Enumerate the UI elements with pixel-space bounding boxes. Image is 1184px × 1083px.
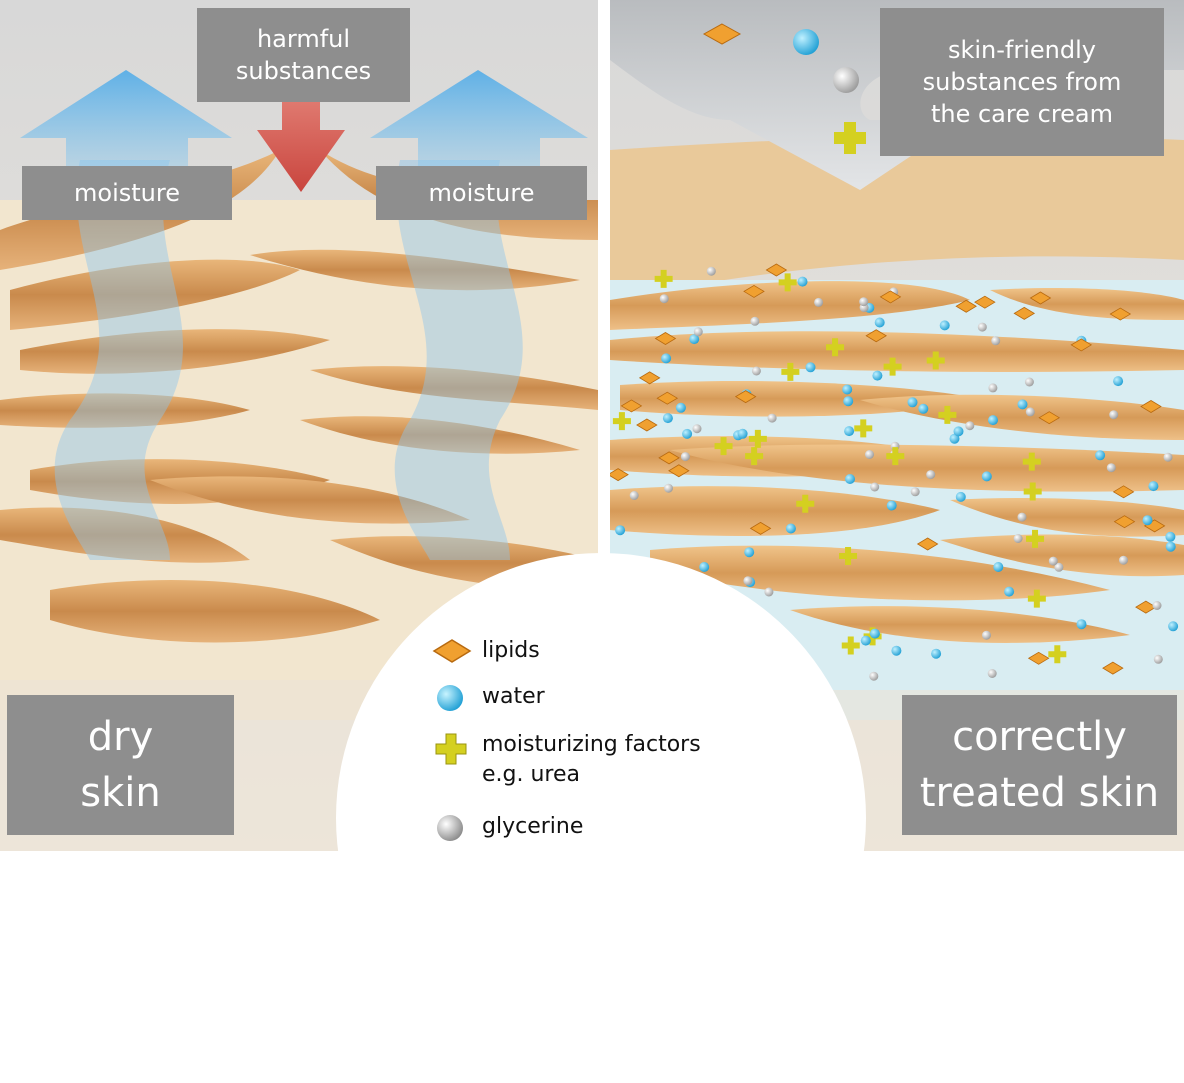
glycerine-particle [630,491,639,500]
water-particle [786,524,796,534]
glycerine-particle [707,267,716,276]
water-particle [918,404,928,414]
water-particle [954,426,964,436]
glycerine-particle [926,470,935,479]
water-particle [982,471,992,481]
glycerine-particle [1014,534,1023,543]
water-particle [891,646,901,656]
legend-label: glycerine [482,812,583,842]
water-particle [931,649,941,659]
glycerine-sphere-icon [432,810,472,844]
lipid-diamond-icon [432,634,472,668]
glycerine-particle [1153,601,1162,610]
water-particle [793,29,819,55]
glycerine-particle [681,452,690,461]
moisturizing-plus-icon [432,732,472,766]
legend-item-glycerine: glycerine [432,810,583,844]
glycerine-particle [1164,453,1173,462]
water-particle [1077,619,1087,629]
glycerine-particle [988,669,997,678]
legend-item-water: water [432,680,545,714]
water-particle [956,492,966,502]
water-particle [682,429,692,439]
water-particle [663,413,673,423]
glycerine-particle [694,327,703,336]
water-particle [1143,515,1153,525]
glycerine-particle [978,323,987,332]
water-particle [844,426,854,436]
water-particle [861,636,871,646]
glycerine-particle [833,67,859,93]
glycerine-particle [664,484,673,493]
water-particle [699,562,709,572]
glycerine-particle [965,421,974,430]
glycerine-particle [991,336,1000,345]
glycerine-particle [1107,463,1116,472]
glycerine-particle [988,383,997,392]
water-particle [842,385,852,395]
glycerine-particle [1025,378,1034,387]
moisture-label-right: moisture [376,166,587,220]
water-drop-icon [432,680,472,714]
water-particle [615,525,625,535]
water-particle [1095,450,1105,460]
harmful-substances-label: harmful substances [197,8,410,102]
water-particle [988,415,998,425]
water-particle [1113,376,1123,386]
glycerine-particle [768,414,777,423]
water-particle [1165,532,1175,542]
water-particle [1004,587,1014,597]
glycerine-particle [752,367,761,376]
glycerine-particle [865,450,874,459]
legend-label: lipids [482,636,540,666]
glycerine-particle [859,297,868,306]
water-particle [1166,542,1176,552]
legend-background [336,553,866,1083]
glycerine-particle [1026,407,1035,416]
glycerine-particle [869,672,878,681]
water-particle [798,277,808,287]
water-particle [845,474,855,484]
treated-skin-label: correctly treated skin [902,695,1177,835]
glycerine-particle [764,588,773,597]
water-particle [872,371,882,381]
glycerine-particle [870,483,879,492]
water-particle [676,403,686,413]
moisture-label-left: moisture [22,166,232,220]
glycerine-particle [911,487,920,496]
glycerine-particle [982,631,991,640]
water-particle [940,320,950,330]
water-particle [738,429,748,439]
legend-label: water [482,682,545,712]
legend-item-moisturizing-factors: moisturizing factors e.g. urea [432,730,701,790]
dry-skin-label: dry skin [7,695,234,835]
skin-friendly-substances-label: skin-friendly substances from the care c… [880,8,1164,156]
water-particle [887,501,897,511]
water-particle [806,362,816,372]
water-particle [843,396,853,406]
glycerine-particle [750,317,759,326]
water-particle [875,318,885,328]
water-particle [993,562,1003,572]
water-particle [661,353,671,363]
water-particle [1018,399,1028,409]
water-particle [744,547,754,557]
legend-item-lipids: lipids [432,634,540,668]
glycerine-particle [743,576,752,585]
water-particle [1148,481,1158,491]
legend-label: moisturizing factors e.g. urea [482,730,701,790]
water-particle [1168,621,1178,631]
glycerine-particle [1109,410,1118,419]
glycerine-particle [693,424,702,433]
glycerine-particle [814,298,823,307]
glycerine-particle [660,294,669,303]
glycerine-particle [1049,557,1058,566]
water-particle [908,397,918,407]
glycerine-particle [1154,655,1163,664]
glycerine-particle [1018,513,1027,522]
glycerine-particle [1119,556,1128,565]
water-particle [870,629,880,639]
